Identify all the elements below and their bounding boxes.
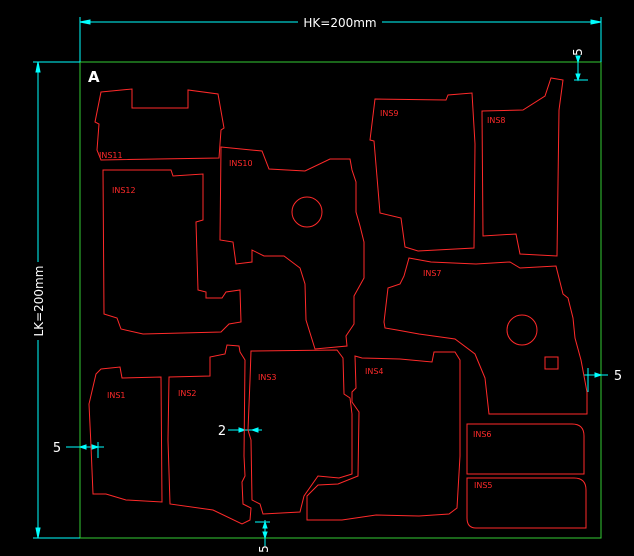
part-ins2: INS2 <box>167 344 252 525</box>
part-ins10: INS10 <box>219 146 365 350</box>
part-ins5: INS5 <box>466 477 587 529</box>
part-ins10-hole <box>291 196 323 228</box>
gap-dimension <box>228 427 262 433</box>
part-ins12-label: INS12 <box>112 186 136 195</box>
sheet-border <box>79 61 602 539</box>
part-ins5-label: INS5 <box>474 481 493 490</box>
part-ins6: INS6 <box>466 423 585 475</box>
part-ins11-label: INS11 <box>99 151 123 160</box>
left-margin-label: 5 <box>53 441 61 456</box>
part-ins4-label: INS4 <box>365 367 384 376</box>
part-ins1: INS1 <box>88 366 163 503</box>
height-dimension-label: LK=200mm <box>32 266 46 337</box>
part-ins12: INS12 <box>102 169 242 335</box>
part-ins4: INS4 <box>306 351 461 521</box>
top-margin-dimension <box>574 55 588 82</box>
part-ins6-label: INS6 <box>473 430 492 439</box>
width-dimension <box>79 17 602 62</box>
part-ins7-hole <box>506 314 538 346</box>
part-ins9: INS9 <box>369 92 476 252</box>
part-ins7-square-cutout <box>544 356 559 370</box>
part-ins7-label: INS7 <box>423 269 442 278</box>
width-dimension-label: HK=200mm <box>303 16 376 30</box>
part-ins3-label: INS3 <box>258 373 277 382</box>
height-dimension <box>33 61 80 539</box>
sheet-label: A <box>88 68 100 86</box>
part-ins2-label: INS2 <box>178 389 197 398</box>
part-ins11: INS11 <box>94 88 225 161</box>
left-margin-dimension <box>66 442 104 458</box>
bottom-margin-label: 5 <box>257 545 271 553</box>
part-ins9-label: INS9 <box>380 109 399 118</box>
part-ins7: INS7 <box>383 257 588 415</box>
top-margin-label: 5 <box>571 48 585 56</box>
bottom-margin-dimension <box>255 520 270 546</box>
part-ins3: INS3 <box>247 349 353 515</box>
part-ins8-label: INS8 <box>487 116 506 125</box>
gap-label: 2 <box>218 424 226 439</box>
right-margin-label: 5 <box>614 369 622 384</box>
part-ins8: INS8 <box>481 77 564 257</box>
part-ins10-label: INS10 <box>229 159 253 168</box>
part-ins1-label: INS1 <box>107 391 126 400</box>
right-margin-dimension <box>584 368 608 392</box>
